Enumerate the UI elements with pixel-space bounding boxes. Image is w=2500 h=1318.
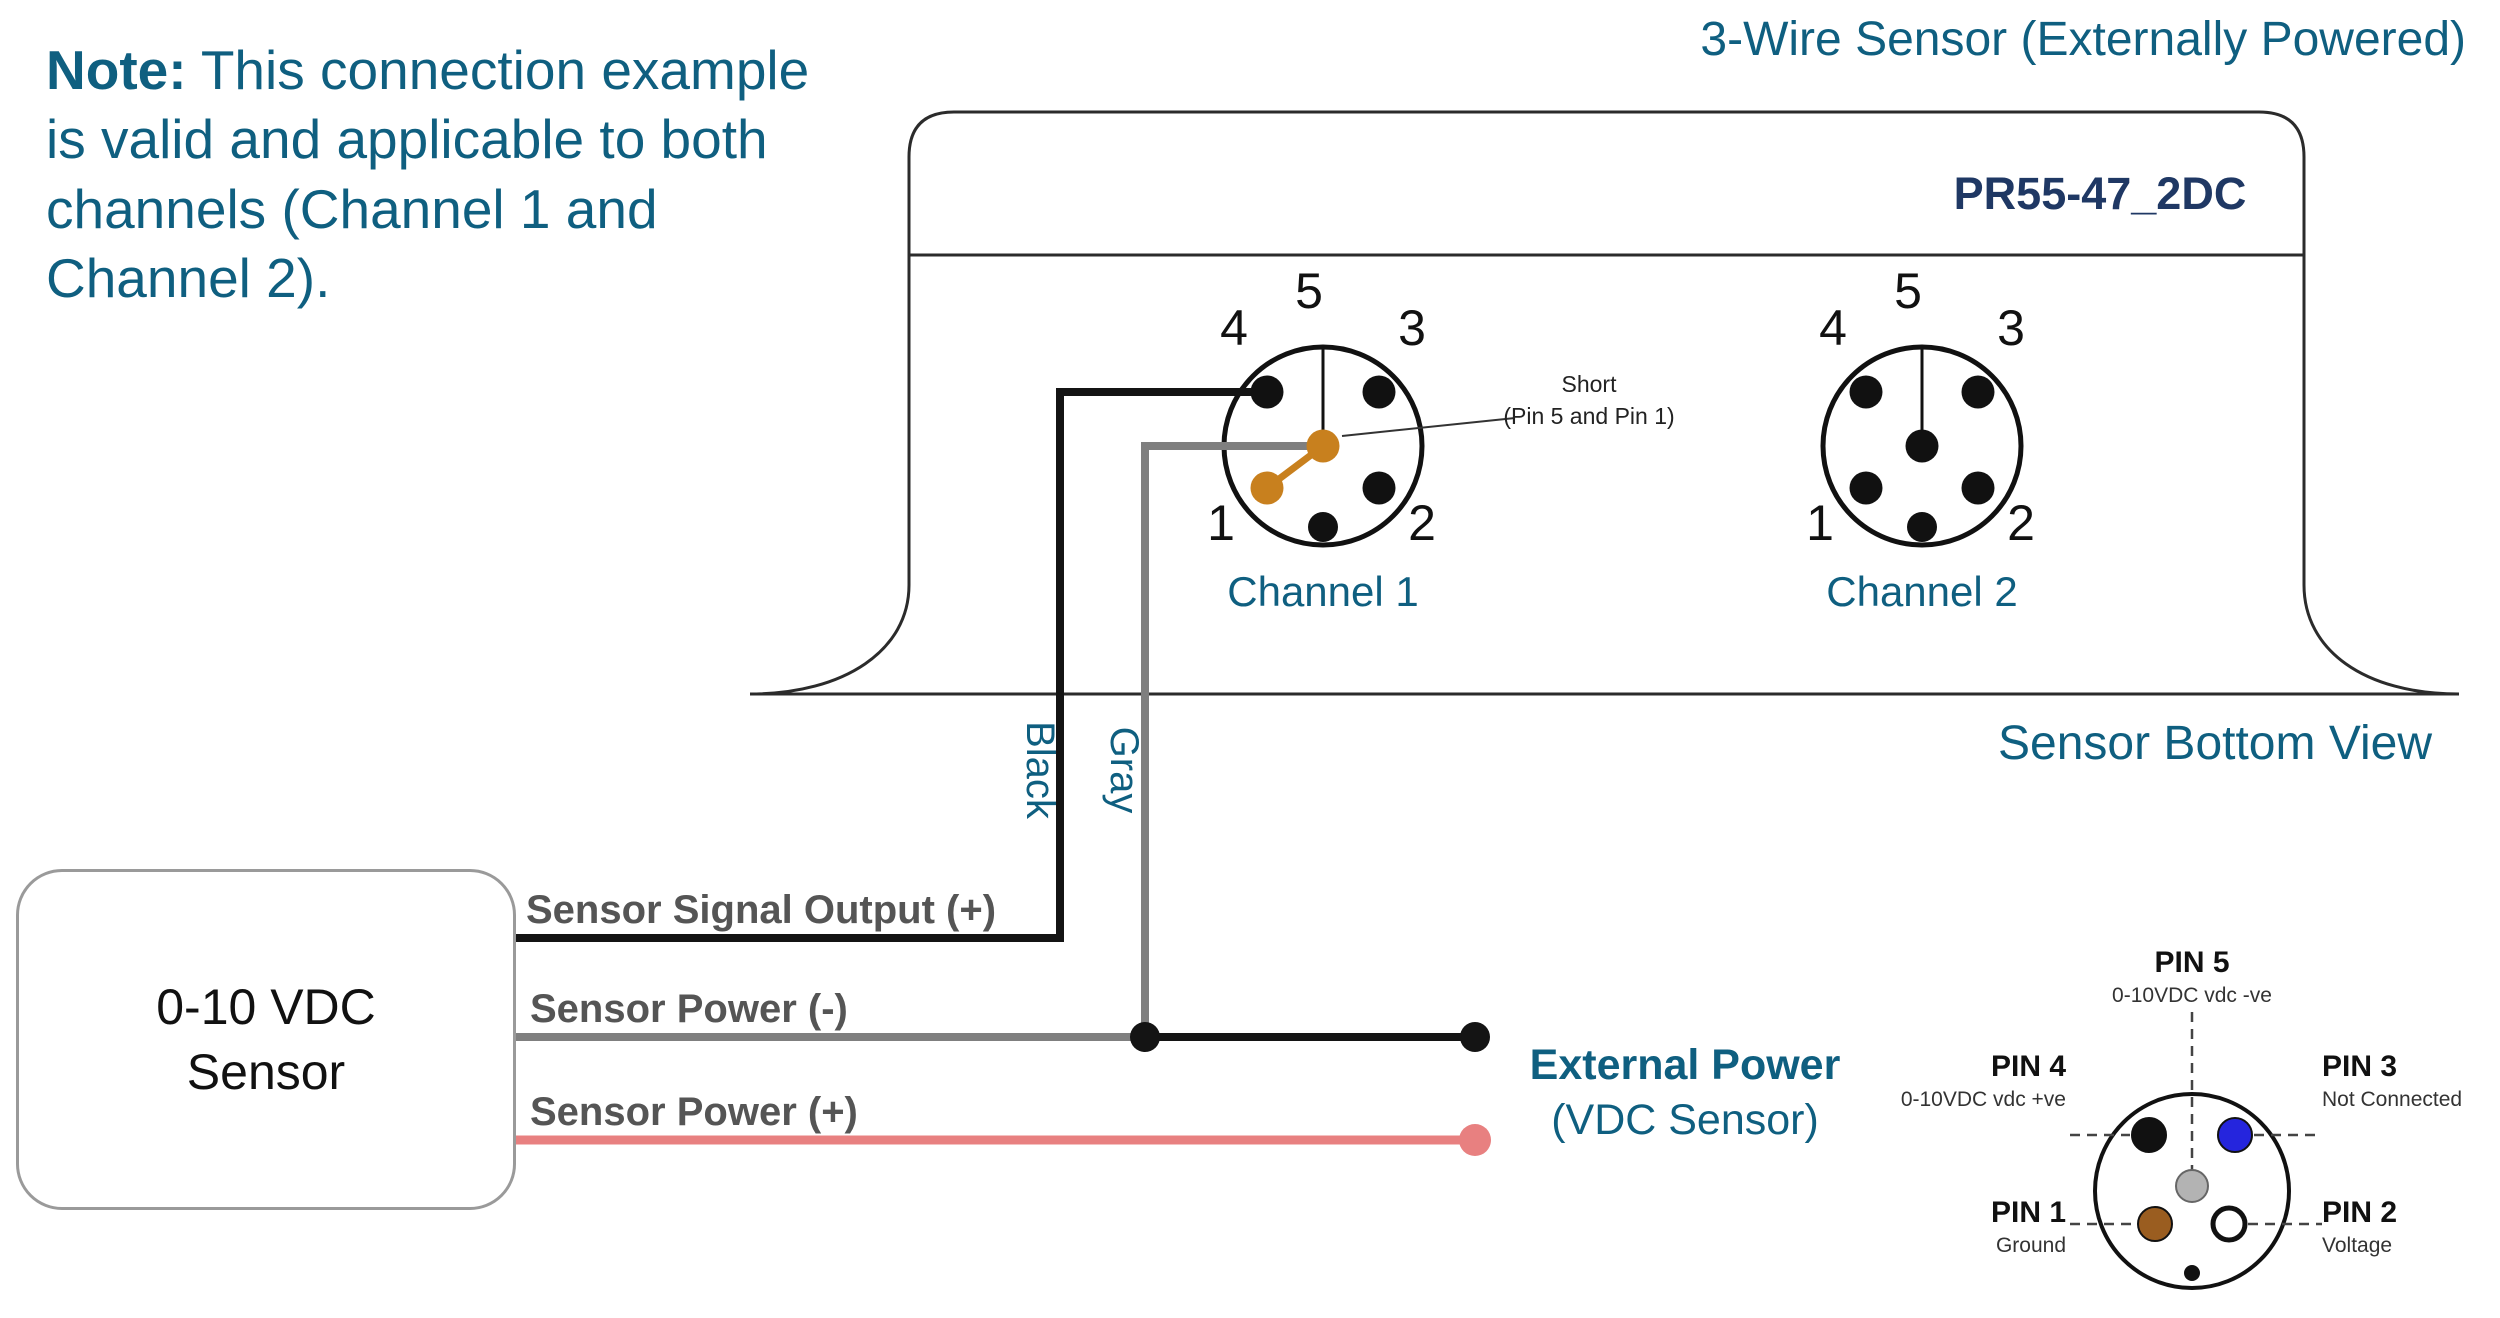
pinout-pin1-brown [2137,1206,2173,1242]
wire-label-power-positive: Sensor Power (+) [530,1090,858,1134]
sensor-box: 0-10 VDC Sensor [16,869,516,1210]
wire-label-signal-output: Sensor Signal Output (+) [526,888,997,932]
power-negative-junction-dot [1130,1022,1160,1052]
wire-signal-output-black [510,388,1267,942]
channel1-pin2 [1362,471,1396,505]
pinout-pin2-white [2210,1205,2248,1243]
channel2-pin4 [1849,375,1883,409]
channel2-pin1-number: 1 [1806,495,1834,551]
channel1-label: Channel 1 [1227,568,1419,615]
channel1-pin1 [1250,471,1284,505]
channel2-keyway-notch [1907,512,1937,542]
pinout-pin4-name: PIN 4 [1990,1050,2066,1083]
pinout-pin1-name: PIN 1 [1990,1196,2066,1229]
channel2-pin3-number: 3 [1997,300,2025,356]
channel2-label: Channel 2 [1826,568,2018,615]
sensor-bottom-view-label: Sensor Bottom View [1998,717,2432,770]
channel2-pin2 [1961,471,1995,505]
channel2-pin3 [1961,375,1995,409]
power-positive-terminal-dot [1459,1124,1491,1156]
channel2-pin5-center [1905,429,1939,463]
pinout-keyway-notch [2184,1265,2200,1281]
short-annotation-line1: Short [1561,371,1617,397]
pinout-pin2-label: PIN 2 Voltage [2322,1196,2500,1257]
pinout-pin3-desc: Not Connected [2322,1088,2463,1111]
channel2-pin4-number: 4 [1819,300,1847,356]
sensor-box-line1: 0-10 VDC [156,978,376,1035]
pinout-pin5-desc: 0-10VDC vdc -ve [2112,984,2272,1007]
external-power-label: External Power (VDC Sensor) [1520,1038,1850,1148]
device-model-label: PR55-47_2DC [1953,168,2247,219]
external-power-line1: External Power [1529,1041,1841,1089]
sensor-box-line2: Sensor [186,1043,346,1100]
external-power-line2: (VDC Sensor) [1551,1096,1819,1145]
note-prefix: Note: [46,39,187,101]
pinout-pin5-name: PIN 5 [2154,946,2230,979]
note-body: This connection example is valid and app… [46,39,810,309]
diagram-title: 3-Wire Sensor (Externally Powered) [1700,13,2466,66]
channel1-pin3-number: 3 [1398,300,1426,356]
channel1-pin1-number: 1 [1207,495,1235,551]
channel2-pin2-number: 2 [2007,495,2035,551]
channel1-pin5-center [1306,429,1340,463]
short-annotation: Short (Pin 5 and Pin 1) [1449,368,1729,432]
channel1-keyway-notch [1308,512,1338,542]
pinout-pin2-desc: Voltage [2322,1234,2393,1257]
channel1-pin3 [1362,375,1396,409]
pinout-pin1-desc: Ground [1995,1234,2066,1257]
channel1-pin4 [1250,375,1284,409]
wire-color-label-black: Black [1018,721,1063,819]
channel1-pin5-number: 5 [1295,263,1323,319]
power-negative-terminal-dot [1460,1022,1490,1052]
sensor-box-label: 0-10 VDC Sensor [156,975,376,1105]
device-outline [749,110,2460,696]
pinout-pin4-desc: 0-10VDC vdc +ve [1900,1088,2066,1111]
pinout-pin3-label: PIN 3 Not Connected [2322,1050,2500,1111]
short-annotation-line2: (Pin 5 and Pin 1) [1503,403,1675,430]
short-annotation-pointer-line [1341,417,1516,437]
channel1-pin2-number: 2 [1408,495,1436,551]
pinout-pin5-gray-center [2175,1169,2209,1203]
note-text: Note: This connection example is valid a… [46,36,846,313]
wire-color-label-gray: Gray [1102,726,1147,814]
wire-power-negative-gray [510,442,1323,1041]
channel1-pin4-number: 4 [1220,300,1248,356]
pinout-pin1-label: PIN 1 Ground [1816,1196,2066,1257]
pinout-pin4-label: PIN 4 0-10VDC vdc +ve [1816,1050,2066,1111]
pinout-pin2-name: PIN 2 [2322,1196,2398,1229]
pinout-pin4-black [2131,1117,2167,1153]
pinout-pin5-label: PIN 5 0-10VDC vdc -ve [2042,946,2342,1007]
channel2-pin1 [1849,471,1883,505]
channel2-pin5-number: 5 [1894,263,1922,319]
pinout-pin3-name: PIN 3 [2322,1050,2398,1083]
pinout-pin3-blue [2217,1117,2253,1153]
wire-label-power-negative: Sensor Power (-) [530,987,848,1031]
